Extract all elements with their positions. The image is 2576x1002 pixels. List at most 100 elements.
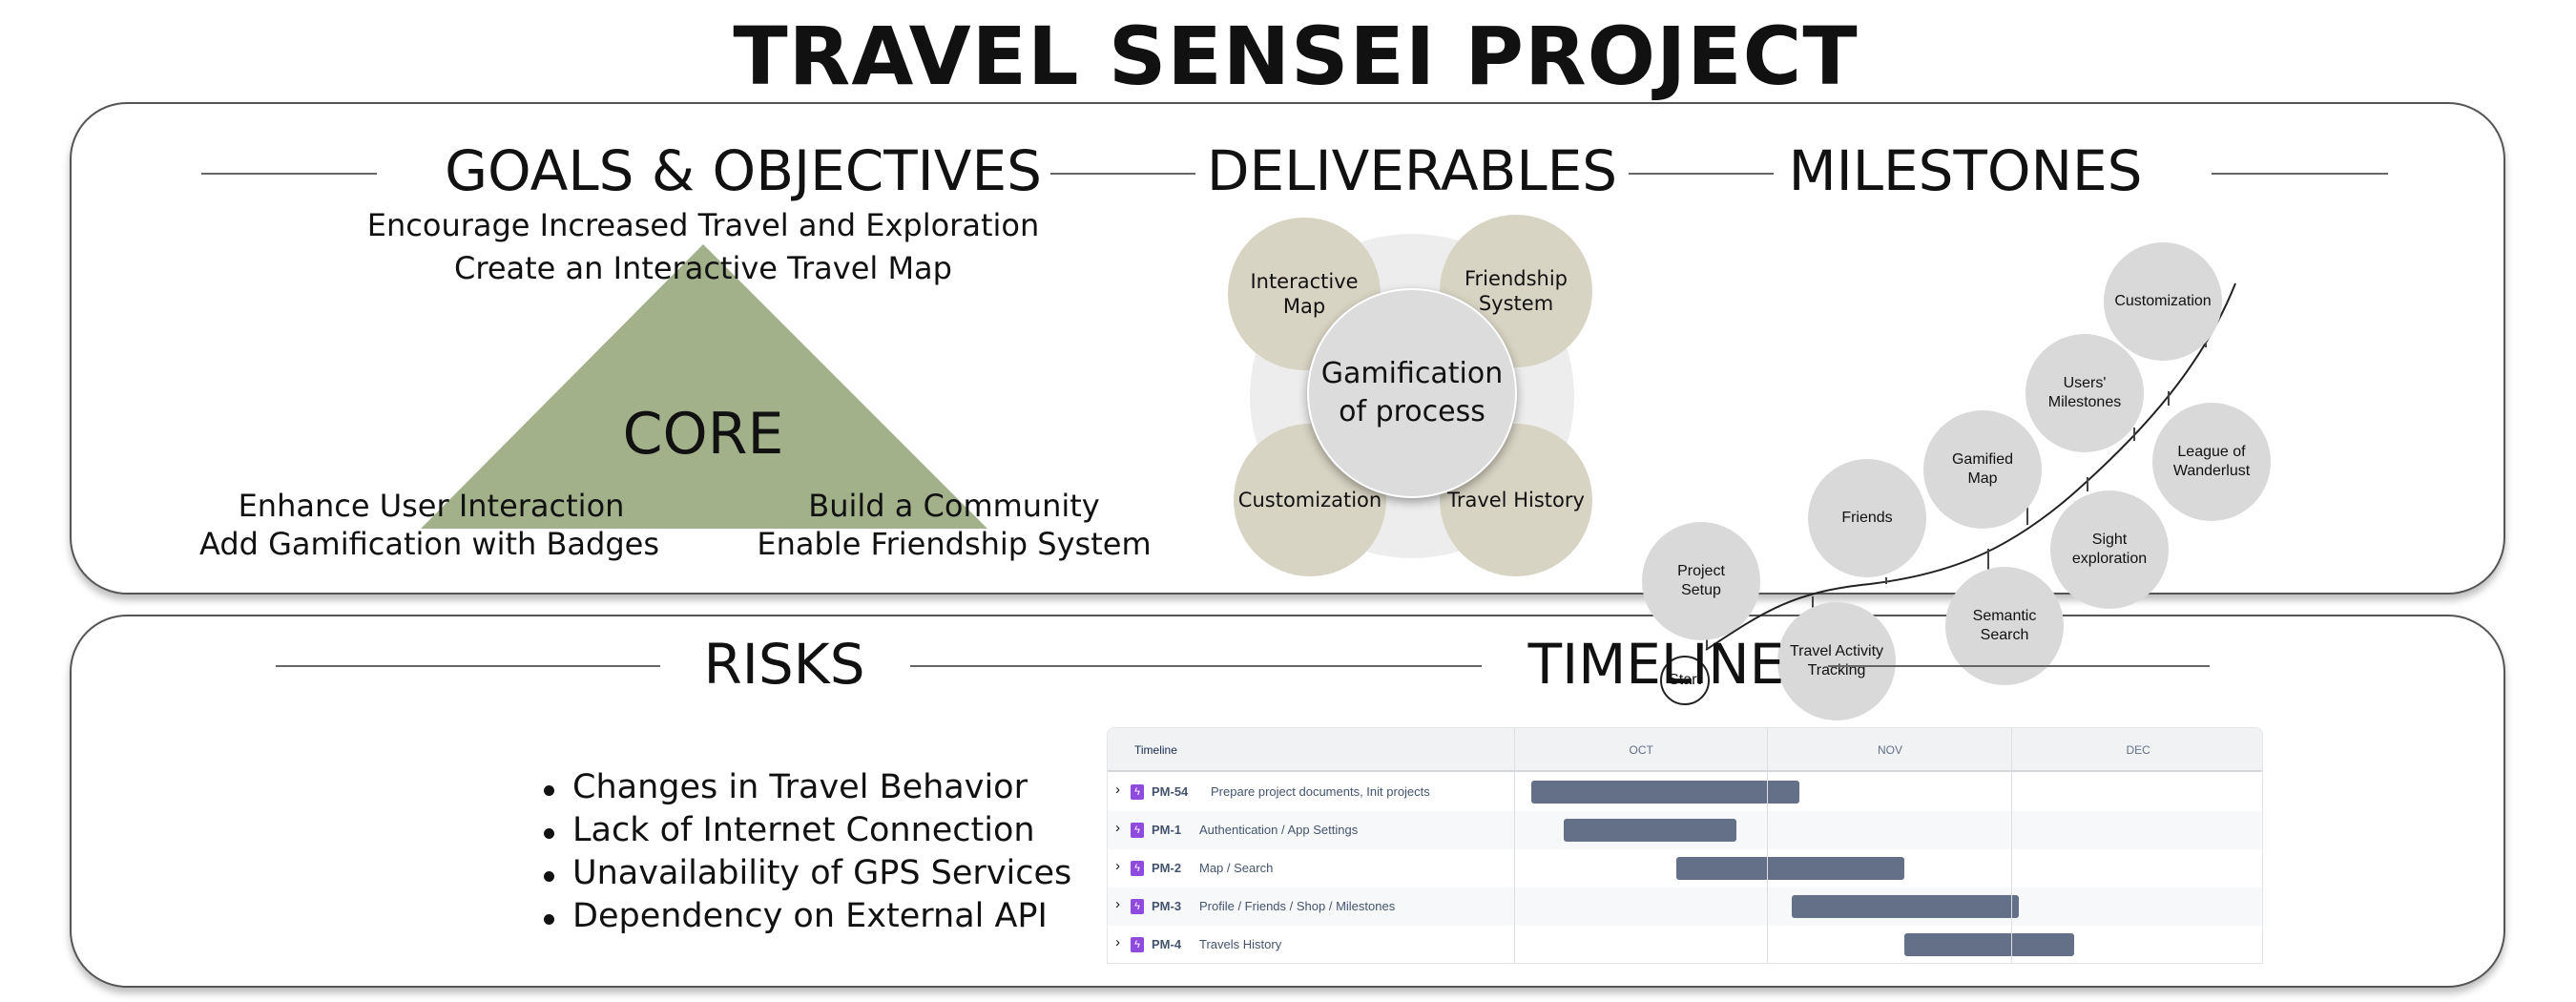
month-label: DEC: [2126, 743, 2150, 757]
milestone-label: Semantic: [1972, 608, 2037, 624]
risk-text: Lack of Internet Connection: [572, 811, 1035, 849]
timeline-row[interactable]: › ϟ PM-3 Profile / Friends / Shop / Milesto…: [1108, 887, 2262, 926]
chevron-right-icon[interactable]: ›: [1115, 820, 1120, 836]
milestone-5: Sight exploration: [2050, 491, 2169, 609]
risk-text: Changes in Travel Behavior: [572, 768, 1028, 806]
core-label: CORE: [622, 401, 784, 468]
issue-summary[interactable]: Travels History: [1199, 937, 1282, 951]
milestones-heading: MILESTONES: [1788, 138, 2143, 203]
timeline-bar[interactable]: [1564, 819, 1737, 842]
timeline-row[interactable]: › ϟ PM-1 Authentication / App Settings: [1108, 811, 2262, 849]
milestone-path: [1705, 282, 2236, 651]
milestone-label: Start: [1669, 672, 1701, 688]
risk-item: Lack of Internet Connection: [544, 811, 1035, 849]
issue-key[interactable]: PM-4: [1152, 937, 1182, 951]
milestone-label: Gamified: [1951, 451, 2014, 468]
column-divider: [1514, 728, 1515, 963]
milestone-start: Start: [1660, 656, 1710, 705]
issue-key[interactable]: PM-1: [1152, 823, 1182, 837]
timeline-bar[interactable]: [1676, 857, 1904, 880]
milestone-label: Setup: [1681, 582, 1721, 598]
risk-item: Dependency on External API: [544, 897, 1048, 935]
goal-text: Build a Community: [808, 488, 1100, 524]
epic-icon: ϟ: [1131, 899, 1144, 914]
milestone-label: Users': [2063, 375, 2107, 391]
page-title: TRAVEL SENSEI PROJECT: [733, 10, 1859, 103]
bullet-icon: [544, 785, 554, 796]
milestone-7: League of Wanderlust: [2152, 403, 2271, 521]
milestone-6: Users' Milestones: [2025, 334, 2144, 452]
milestone-label: exploration: [2071, 551, 2148, 567]
core-triangle: [421, 244, 987, 529]
divider: [1050, 173, 1195, 175]
issue-summary[interactable]: Map / Search: [1199, 861, 1274, 875]
timeline-bar[interactable]: [1791, 895, 2020, 918]
issue-key[interactable]: PM-3: [1152, 899, 1182, 913]
issue-key[interactable]: PM-54: [1152, 784, 1189, 799]
deliverable-travel-history: Travel History: [1440, 424, 1592, 576]
milestone-label: League of: [2177, 444, 2246, 460]
milestone-label: Customization: [2114, 293, 2212, 309]
deliverable-label: Customization: [1237, 489, 1382, 511]
divider: [1828, 665, 2210, 667]
milestone-2: Friends: [1808, 459, 1926, 577]
divider: [201, 173, 377, 175]
divider: [1629, 173, 1774, 175]
goal-text: Create an Interactive Travel Map: [454, 250, 952, 286]
milestone-label: Wanderlust: [2172, 463, 2251, 479]
chevron-right-icon[interactable]: ›: [1115, 858, 1120, 874]
gantt-header: Timeline: [1108, 728, 2262, 772]
risks-heading: RISKS: [703, 632, 865, 697]
goals-heading: GOALS & OBJECTIVES: [445, 138, 1042, 203]
deliverable-label: System: [1478, 292, 1554, 315]
goal-text: Add Gamification with Badges: [198, 526, 660, 562]
deliverables-heading: DELIVERABLES: [1206, 138, 1618, 203]
divider: [2212, 173, 2388, 175]
deliverable-label: Travel History: [1447, 489, 1585, 511]
chevron-right-icon[interactable]: ›: [1115, 896, 1120, 912]
epic-icon: ϟ: [1131, 784, 1144, 800]
chevron-right-icon[interactable]: ›: [1115, 934, 1120, 950]
issue-summary[interactable]: Prepare project documents, Init projects: [1211, 784, 1430, 799]
risk-text: Unavailability of GPS Services: [572, 854, 1072, 892]
divider: [910, 665, 1482, 667]
issue-key[interactable]: PM-2: [1152, 861, 1182, 875]
goal-text: Encourage Increased Travel and Explorati…: [366, 207, 1040, 243]
epic-icon: ϟ: [1131, 861, 1144, 876]
month-label: OCT: [1629, 743, 1653, 757]
timeline-bar[interactable]: [1903, 933, 2074, 956]
milestone-label: Milestones: [2047, 394, 2122, 410]
milestone-label: Travel Activity: [1789, 643, 1884, 659]
center-label: Gamification: [1320, 357, 1504, 390]
epic-icon: ϟ: [1131, 823, 1144, 838]
timeline-heading: TIMELINE: [1527, 632, 1785, 697]
milestone-label: Map: [1967, 470, 1998, 487]
month-divider: [1767, 728, 1768, 963]
timeline-bar[interactable]: [1531, 781, 1799, 804]
chevron-right-icon[interactable]: ›: [1115, 782, 1120, 798]
goal-text: Enhance User Interaction: [238, 488, 625, 524]
milestone-label: Search: [1980, 627, 2029, 643]
bullet-icon: [544, 828, 554, 839]
divider: [276, 665, 660, 667]
timeline-row[interactable]: › ϟ PM-54 Prepare project documents, Init p…: [1108, 773, 2262, 811]
risk-text: Dependency on External API: [572, 897, 1048, 935]
milestone-label: Project: [1677, 563, 1725, 579]
timeline-row[interactable]: › ϟ PM-2 Map / Search: [1108, 849, 2262, 887]
issue-summary[interactable]: Authentication / App Settings: [1199, 823, 1359, 837]
deliverable-label: Interactive: [1250, 270, 1359, 293]
issue-summary[interactable]: Profile / Friends / Shop / Milestones: [1199, 899, 1396, 913]
timeline-column-label: Timeline: [1134, 743, 1177, 757]
month-label: NOV: [1878, 743, 1903, 757]
risk-item: Changes in Travel Behavior: [544, 768, 1028, 806]
risk-item: Unavailability of GPS Services: [544, 854, 1072, 892]
deliverable-label: Map: [1282, 295, 1326, 318]
milestone-label: Sight: [2091, 532, 2128, 548]
